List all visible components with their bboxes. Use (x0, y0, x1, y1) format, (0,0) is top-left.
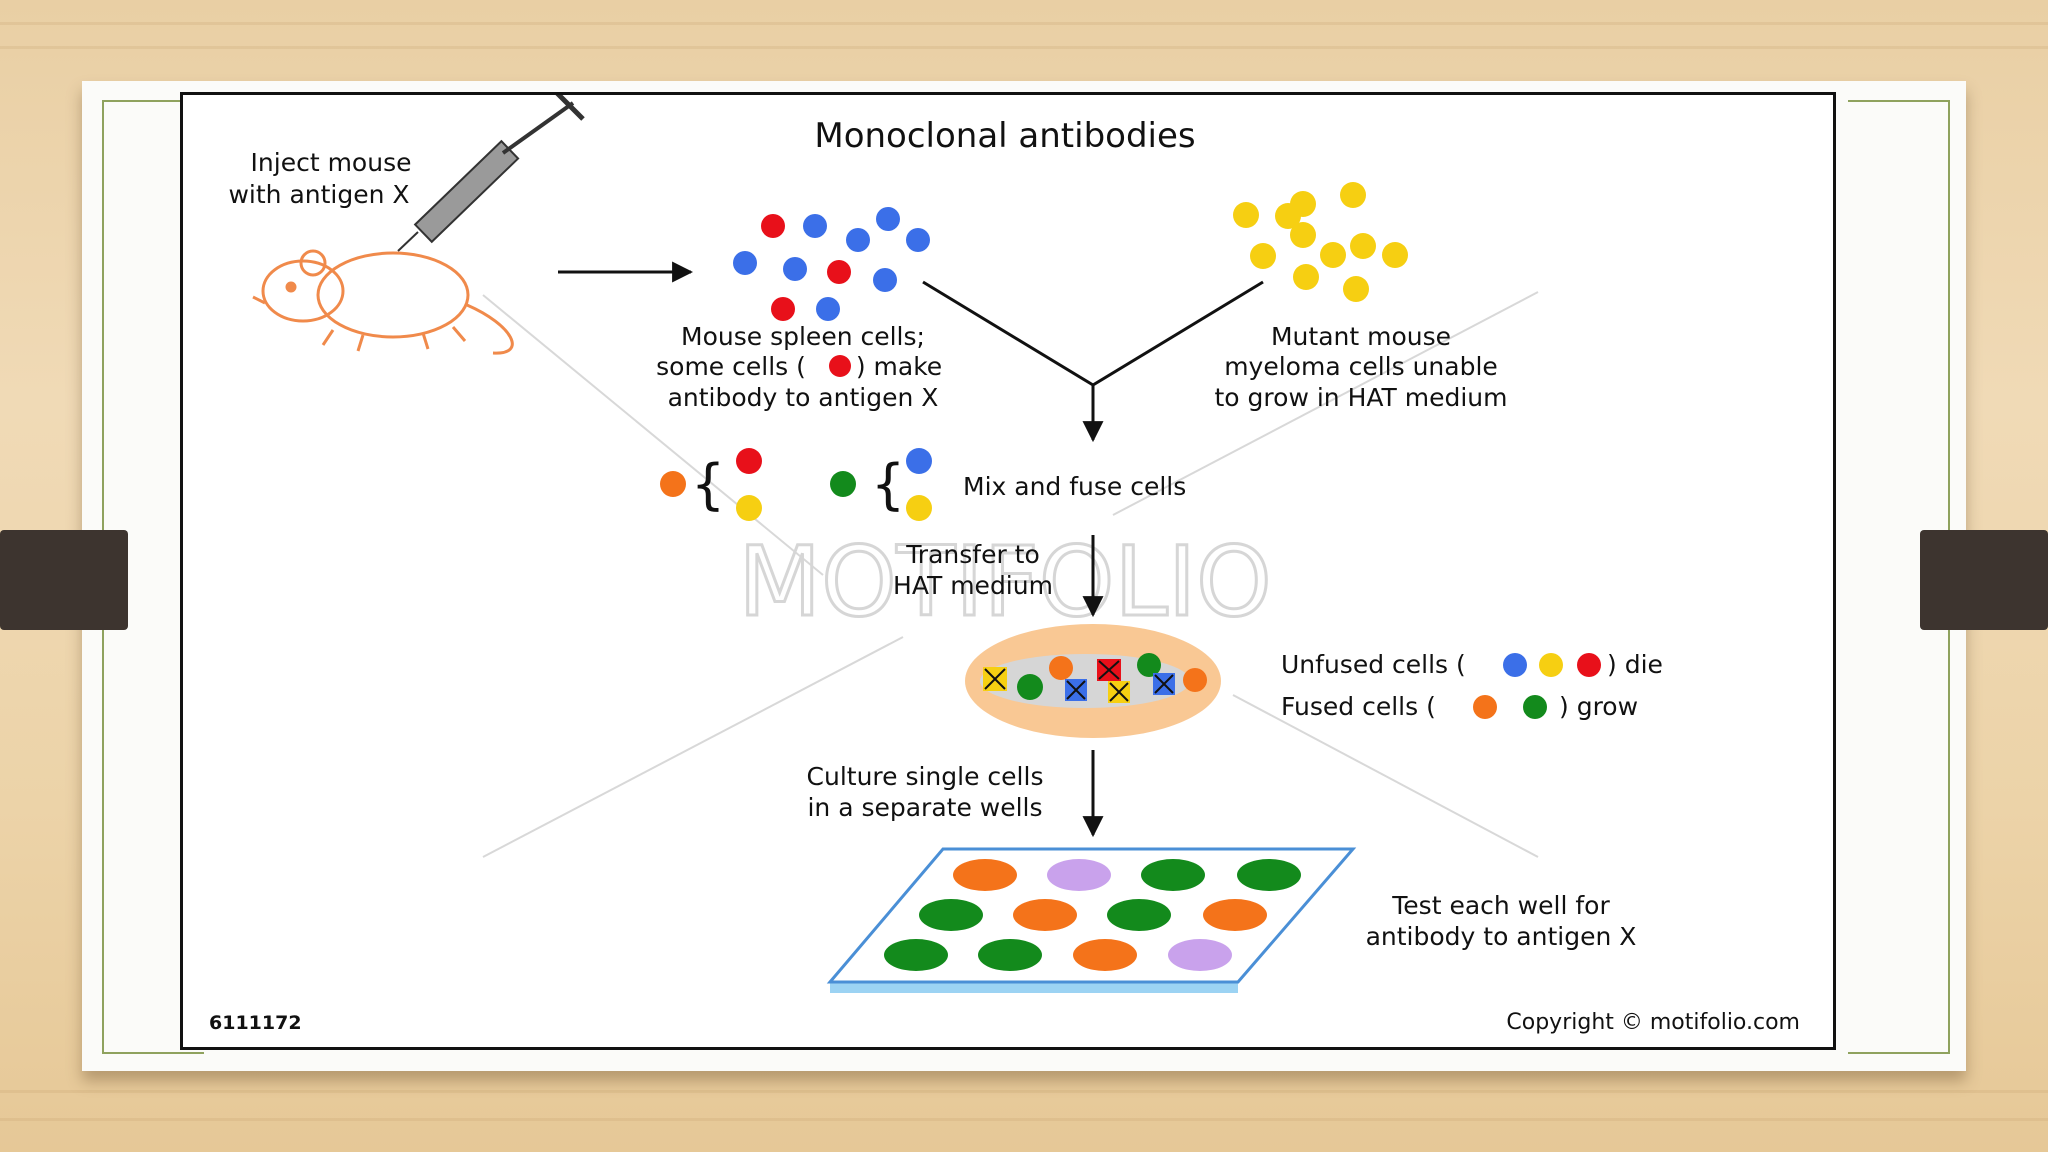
yellow-cell (1343, 276, 1369, 302)
spleen-cells-cluster (733, 207, 930, 321)
blue-cell (876, 207, 900, 231)
green-cell (1017, 674, 1043, 700)
well-orange (1073, 939, 1137, 971)
unfused-label-b: ) die (1607, 650, 1663, 679)
transfer-label-line2: HAT medium (893, 571, 1053, 600)
red-cell-inline (829, 355, 851, 377)
red-cell (771, 297, 795, 321)
well-green (1107, 899, 1171, 931)
yellow-cell (1320, 242, 1346, 268)
yellow-cell-inline (1539, 653, 1563, 677)
well-orange (1203, 899, 1267, 931)
mouse-icon (252, 249, 514, 355)
well-green (884, 939, 948, 971)
test-label-line1: Test each well for (1391, 891, 1610, 920)
red-cell-inline (1577, 653, 1601, 677)
blue-cell (873, 268, 897, 292)
petri-dish (965, 624, 1221, 738)
culture-label-line2: in a separate wells (807, 793, 1042, 822)
blue-cell (906, 228, 930, 252)
green-cell (830, 471, 856, 497)
mix-cells-row: { { (660, 448, 932, 521)
syringe-icon (397, 91, 585, 252)
red-cell (736, 448, 762, 474)
x-blue-cell (1153, 673, 1175, 695)
culture-label-line1: Culture single cells (807, 762, 1044, 791)
x-blue-cell (1065, 679, 1087, 701)
spleen-label-line2a: some cells ( (656, 352, 806, 381)
fused-label-a: Fused cells ( (1281, 692, 1436, 721)
well-orange (1013, 899, 1077, 931)
spleen-label-line2b: ) make (856, 352, 942, 381)
yellow-cell (1340, 182, 1366, 208)
yellow-cell (906, 495, 932, 521)
transfer-label-line1: Transfer to (905, 540, 1040, 569)
well-lilac (1168, 939, 1232, 971)
x-red-cell (1097, 659, 1121, 681)
fused-label-b: ) grow (1559, 692, 1638, 721)
diagram-panel: Monoclonal antibodies Inject mouse with … (180, 91, 1836, 1050)
red-cell (761, 214, 785, 238)
blue-cell (783, 257, 807, 281)
yellow-cell (1350, 233, 1376, 259)
inject-label-line1: Inject mouse (251, 148, 412, 177)
yellow-cell (1290, 191, 1316, 217)
well-lilac (1047, 859, 1111, 891)
well-green (978, 939, 1042, 971)
myeloma-cells-cluster (1233, 182, 1408, 302)
myeloma-label-line1: Mutant mouse (1271, 322, 1451, 351)
inject-label-line2: with antigen X (228, 180, 409, 209)
well-green (919, 899, 983, 931)
monoclonal-antibody-diagram: Monoclonal antibodies Inject mouse with … (209, 91, 1800, 1035)
copyright-text: Copyright © motifolio.com (1506, 1010, 1800, 1035)
blue-cell (846, 228, 870, 252)
yellow-cell (736, 495, 762, 521)
orange-cell (1049, 656, 1073, 680)
red-cell (827, 260, 851, 284)
mix-label: Mix and fuse cells (963, 472, 1186, 501)
diagram-title: Monoclonal antibodies (814, 116, 1195, 156)
merge-arrow (922, 280, 1264, 443)
watermark-lines (482, 291, 1539, 858)
green-cell (1137, 653, 1161, 677)
yellow-cell (1382, 242, 1408, 268)
myeloma-label-line2: myeloma cells unable (1224, 352, 1498, 381)
blue-cell (733, 251, 757, 275)
test-label-line2: antibody to antigen X (1366, 922, 1637, 951)
left-binder-clip (0, 530, 128, 630)
myeloma-label-line3: to grow in HAT medium (1215, 383, 1508, 412)
yellow-cell (1290, 222, 1316, 248)
unfused-label-a: Unfused cells ( (1281, 650, 1466, 679)
well-orange (953, 859, 1017, 891)
orange-cell-inline (1473, 695, 1497, 719)
blue-cell-inline (1503, 653, 1527, 677)
right-binder-clip (1920, 530, 2048, 630)
yellow-cell (1293, 264, 1319, 290)
green-cell-inline (1523, 695, 1547, 719)
left-brace-icon: { (871, 453, 905, 516)
orange-cell (1183, 668, 1207, 692)
x-yellow-cell (983, 667, 1007, 691)
spleen-label-line1: Mouse spleen cells; (681, 322, 925, 351)
spleen-label-line3: antibody to antigen X (668, 383, 939, 412)
orange-cell (660, 471, 686, 497)
yellow-cell (1233, 202, 1259, 228)
watermark-text: MOTIFOLIO (738, 526, 1271, 638)
well-green (1141, 859, 1205, 891)
yellow-cell (1250, 243, 1276, 269)
well-plate (826, 847, 1357, 993)
well-green (1237, 859, 1301, 891)
blue-cell (816, 297, 840, 321)
figure-id: 6111172 (209, 1012, 302, 1034)
x-yellow-cell (1108, 681, 1130, 703)
blue-cell (803, 214, 827, 238)
left-brace-icon: { (691, 453, 725, 516)
blue-cell (906, 448, 932, 474)
